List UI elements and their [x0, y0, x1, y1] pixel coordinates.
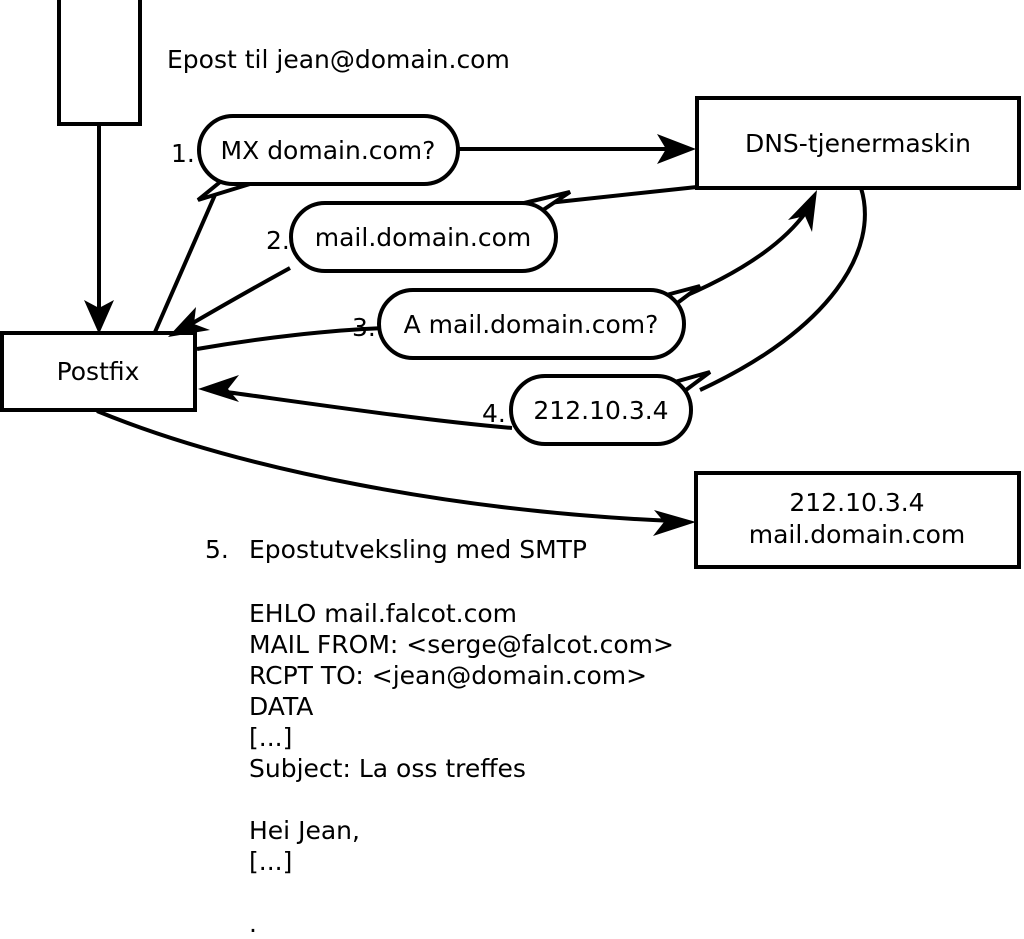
smtp-transcript-line: MAIL FROM: <serge@falcot.com> [249, 630, 674, 659]
arrowhead-step1-to-dns [657, 134, 696, 164]
edge-step4-from-dns [699, 187, 867, 392]
arrowhead-step5-to-mailserver [653, 510, 696, 536]
step-number-1: 1. [171, 139, 195, 168]
edge-step2-from-dns [547, 185, 698, 205]
smtp-transcript-line: [...] [249, 847, 293, 876]
bubble-shape-step-1 [197, 114, 460, 186]
postfix-label: Postfix [57, 357, 140, 386]
step-number-2: 2. [266, 226, 290, 255]
bubble-step-4[interactable]: 212.10.3.4 [509, 370, 712, 446]
edge-step4-to-postfix [218, 389, 513, 430]
step-number-3: 3. [352, 313, 376, 342]
smtp-transcript-line: . [249, 909, 257, 938]
bubble-step-3[interactable]: A mail.domain.com? [377, 284, 702, 360]
edge-step2-to-postfix [184, 266, 291, 329]
step-number-5: 5. [205, 535, 229, 564]
mailserver-box[interactable] [694, 471, 1021, 569]
bubble-shape-step-4 [509, 374, 693, 446]
client-box[interactable] [57, 0, 142, 126]
bubble-text-step-1: MX domain.com? [221, 136, 436, 165]
edge-step1-leg [153, 187, 220, 333]
bubble-text-step-4: 212.10.3.4 [533, 396, 668, 425]
smtp-transcript-line: DATA [249, 692, 314, 721]
step5-label: Epostutveksling med SMTP [249, 535, 587, 564]
dns-label: DNS-tjenermaskin [745, 129, 971, 158]
mailserver-host-label: mail.domain.com [749, 520, 965, 549]
smtp-transcript-line [249, 877, 949, 908]
bubble-text-step-3: A mail.domain.com? [404, 310, 659, 339]
smtp-transcript-line: [...] [249, 723, 293, 752]
smtp-transcript-line: Subject: La oss treffes [249, 754, 526, 783]
step-number-4: 4. [482, 399, 506, 428]
edge-step5-to-mailserver [96, 409, 675, 523]
arrowhead-step4-to-postfix [198, 375, 239, 402]
mailserver-ip-label: 212.10.3.4 [789, 488, 924, 517]
bubble-shape-step-2 [289, 201, 558, 273]
page-title: Epost til jean@domain.com [167, 45, 510, 74]
smtp-transcript-line [249, 784, 949, 815]
bubble-shape-step-3 [377, 288, 686, 360]
arrowhead-client-to-postfix [84, 300, 114, 334]
bubble-step-1[interactable]: MX domain.com? [196, 114, 460, 202]
mail-flow-diagram: Postfix DNS-tjenermaskin 212.10.3.4 mail… [0, 0, 1021, 569]
arrowhead-step2-to-postfix [168, 307, 210, 337]
smtp-transcript-line: EHLO mail.falcot.com [249, 599, 518, 628]
edge-step3-from-postfix [196, 326, 387, 351]
bubble-step-2[interactable]: mail.domain.com [289, 190, 572, 273]
dns-box[interactable] [695, 96, 1021, 190]
bubble-text-step-2: mail.domain.com [315, 223, 531, 252]
smtp-transcript-line: RCPT TO: <jean@domain.com> [249, 661, 648, 690]
arrowhead-step3-to-dns [788, 190, 817, 232]
smtp-transcript-line: Hei Jean, [249, 816, 360, 845]
